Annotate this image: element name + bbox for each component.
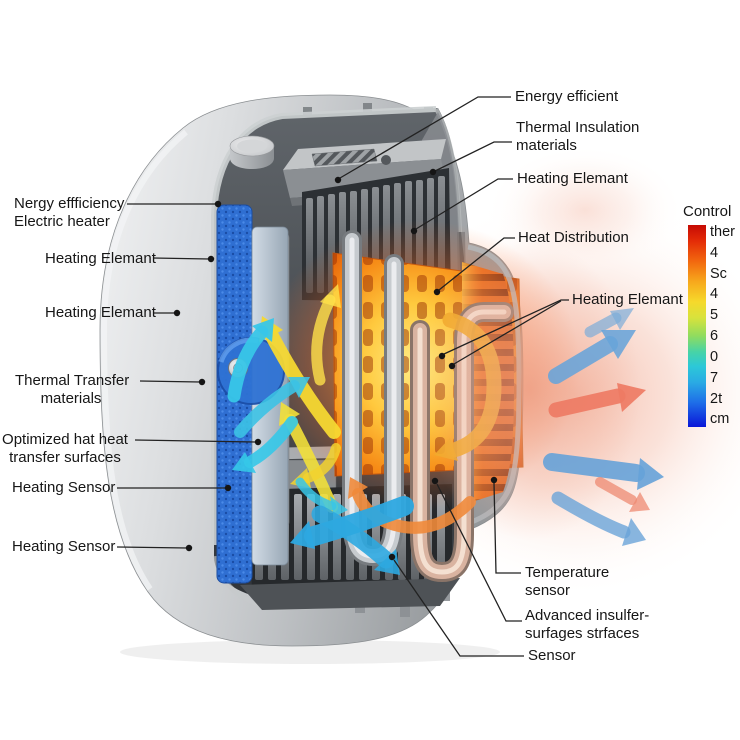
label-thermal-insulation-materials: Thermal Insulation materials	[516, 119, 640, 154]
colorbar-tick: 7	[710, 369, 719, 386]
vent-grille	[311, 148, 378, 167]
label-heating-element-right-upper: Heating Elemant	[517, 170, 628, 187]
label-heating-element-left-1: Heating Elemant	[45, 250, 156, 267]
colorbar-tick: cm	[710, 411, 730, 428]
colorbar-tick: 2t	[710, 390, 723, 407]
label-optimized-heat-transfer-surfaces: Optimized hat heat transfer surfaces	[2, 431, 128, 466]
temperature-colorbar	[688, 225, 706, 427]
callout-dots	[173, 168, 498, 561]
floor-shadow	[120, 640, 500, 664]
outlet-haze	[420, 240, 640, 540]
colorbar-tick: Sc	[710, 265, 727, 282]
colorbar-tick: 0	[710, 348, 719, 365]
label-advanced-insulation-surfaces: Advanced insulfer- surfages strfaces	[525, 607, 650, 642]
label-heating-sensor-1: Heating Sensor	[12, 479, 116, 496]
label-sensor: Sensor	[528, 647, 576, 664]
label-temperature-sensor: Temperature sensor	[525, 564, 610, 599]
label-energy-efficiency-electric-heater: Nergy effficiency Electric heater	[14, 195, 125, 230]
label-heating-element-right-mid: Heating Elemant	[572, 291, 683, 308]
colorbar-tick: 5	[710, 307, 719, 324]
label-heat-distribution: Heat Distribution	[518, 229, 629, 246]
heat-output-arrows	[543, 308, 664, 546]
colorbar-tick: ther	[710, 224, 735, 240]
colorbar-ticks: ther 4 Sc 4 5 6 0 7 2t cm	[710, 225, 735, 427]
control-knob	[229, 135, 275, 169]
colorbar-tick: 4	[710, 286, 719, 303]
label-heating-element-left-2: Heating Elemant	[45, 304, 156, 321]
callout-leader-lines	[116, 96, 569, 657]
label-energy-efficient: Energy efficient	[515, 88, 619, 105]
colorbar-tick: 4	[710, 244, 719, 261]
colorbar-title: Control	[683, 203, 732, 220]
label-heating-sensor-2: Heating Sensor	[12, 538, 116, 555]
colorbar-tick: 6	[710, 328, 719, 345]
cool-airflow-arrows	[227, 318, 414, 575]
label-thermal-transfer-materials: Thermal Transfer materials	[15, 372, 130, 407]
